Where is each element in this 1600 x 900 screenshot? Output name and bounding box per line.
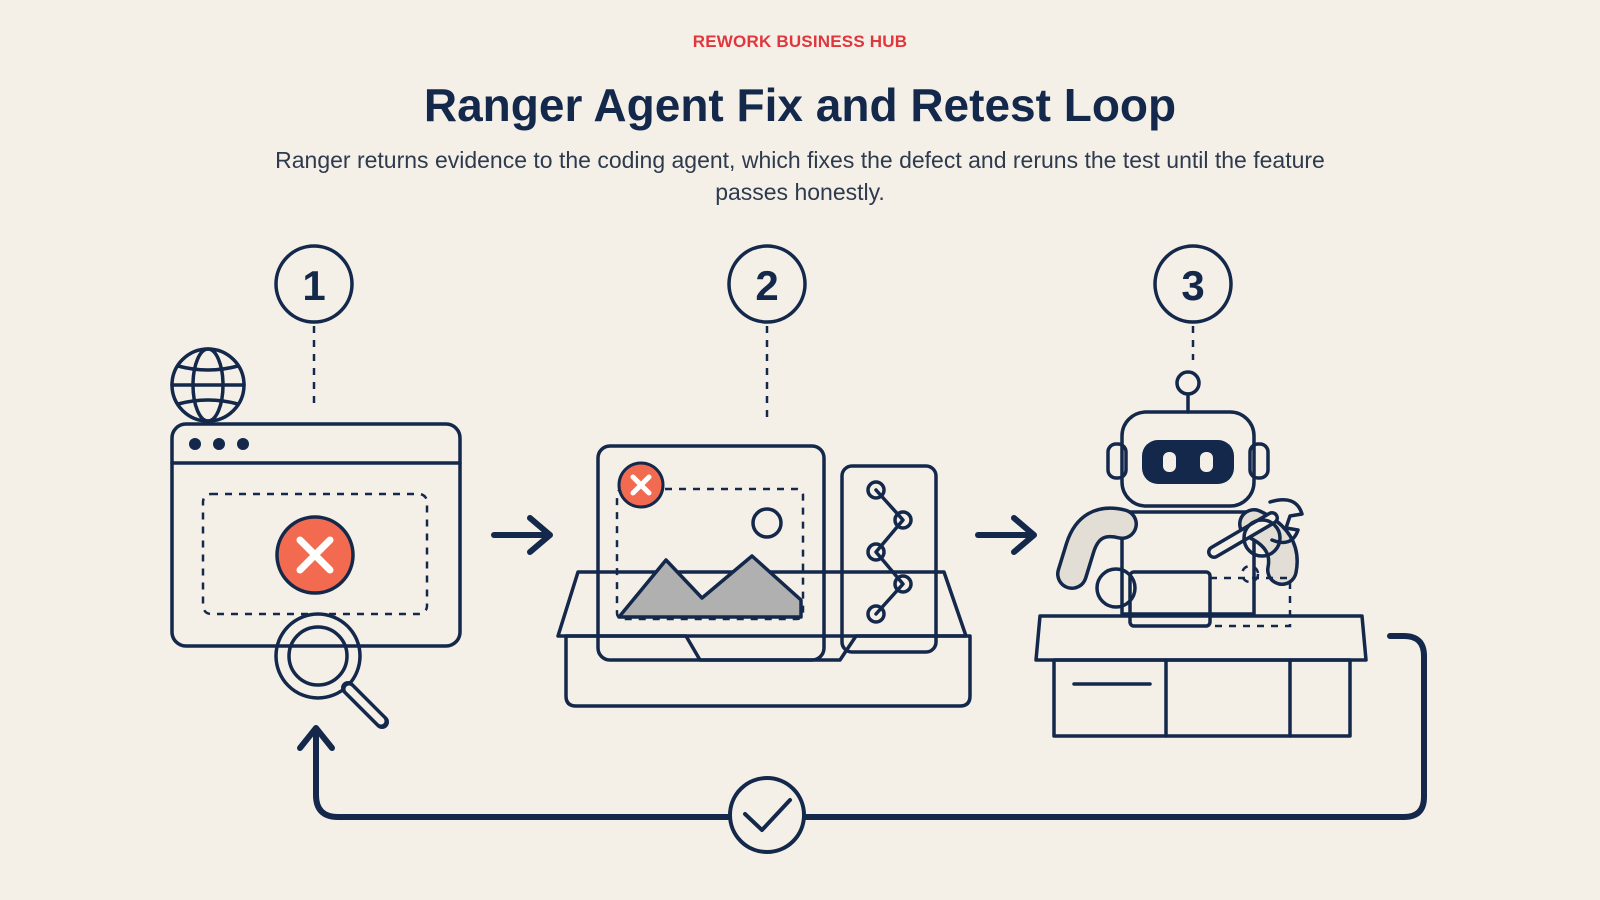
globe-icon [170, 347, 246, 423]
step-badge-1: 1 [274, 244, 354, 405]
page-title: Ranger Agent Fix and Retest Loop [423, 79, 1177, 131]
step-number-1: 1 [302, 262, 325, 309]
magnifier-icon [274, 612, 389, 729]
arrow-right-icon [491, 515, 553, 555]
puzzle-piece-icon [1128, 564, 1292, 628]
retest-loop-arrow [297, 633, 1427, 854]
arrow-right-icon [975, 515, 1037, 555]
step-number-3: 3 [1181, 262, 1204, 309]
brand-label: REWORK BUSINESS HUB [692, 32, 908, 51]
evidence-tray-icon [556, 444, 972, 708]
browser-error-inspect-icon [170, 347, 462, 729]
step-badge-2: 2 [727, 244, 807, 420]
page-subtitle: Ranger returns evidence to the coding ag… [275, 147, 1325, 205]
error-icon [617, 461, 665, 509]
robot-fixing-icon [1034, 370, 1368, 738]
step-number-2: 2 [755, 262, 778, 309]
step-badge-3: 3 [1153, 244, 1233, 360]
check-icon [728, 776, 806, 854]
error-icon [275, 515, 355, 595]
